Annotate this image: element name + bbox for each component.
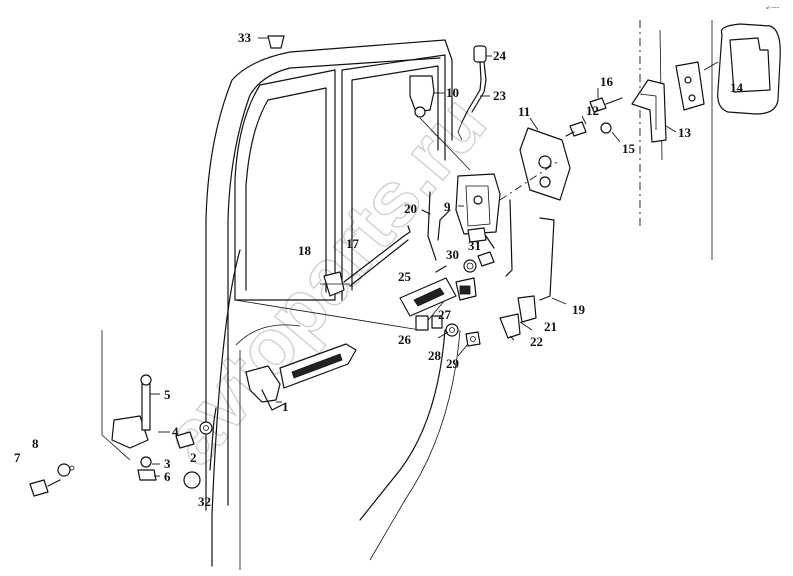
part-label-16: 16 (600, 74, 614, 89)
hinge-group (29, 374, 217, 497)
part-label-22: 22 (530, 334, 543, 349)
part-19-rod (505, 199, 555, 301)
part-label-11: 11 (518, 104, 530, 119)
part-label-20: 20 (404, 201, 417, 216)
part-label-26: 26 (398, 332, 412, 347)
part-13-striker (631, 79, 677, 143)
part-label-24: 24 (493, 48, 507, 63)
part-30-bolt (463, 251, 495, 273)
corner-mark: ᵃ⁰ ⁼⁼⁼ (766, 6, 780, 12)
part-label-12: 12 (586, 103, 599, 118)
part-24-23-rod (457, 45, 492, 141)
part-label-17: 17 (346, 236, 360, 251)
part-label-6: 6 (164, 469, 171, 484)
part-label-27: 27 (438, 307, 452, 322)
part-label-10: 10 (446, 85, 459, 100)
part-label-14: 14 (730, 80, 744, 95)
part-label-18: 18 (298, 243, 312, 258)
part-label-1: 1 (282, 399, 289, 414)
part-9-lock-body (437, 159, 561, 241)
part-label-29: 29 (446, 356, 460, 371)
watermark-text: avtoparts.ru (146, 79, 503, 481)
part-20-rod (421, 191, 437, 261)
part-label-5: 5 (164, 387, 171, 402)
part-label-3: 3 (164, 456, 171, 471)
part-17-rod (343, 225, 411, 287)
part-label-25: 25 (398, 269, 412, 284)
part-label-15: 15 (622, 141, 636, 156)
part-label-21: 21 (544, 319, 557, 334)
part-label-30: 30 (446, 247, 459, 262)
part-33-plug (258, 35, 285, 49)
part-label-13: 13 (678, 125, 692, 140)
part-1-outer-handle (245, 343, 357, 411)
part-label-9: 9 (444, 199, 451, 214)
part-label-8: 8 (32, 436, 39, 451)
part-14-plate (675, 23, 781, 115)
leader-lines (150, 297, 567, 477)
part-label-19: 19 (572, 302, 586, 317)
part-label-28: 28 (428, 348, 442, 363)
watermark: avtoparts.ru (145, 78, 504, 481)
part-label-32: 32 (198, 494, 211, 509)
part-18-clip (320, 271, 350, 297)
part-10-bracket (409, 75, 471, 171)
part-21-22-cover (499, 295, 537, 339)
part-label-4: 4 (172, 424, 179, 439)
part-11-latch-plate (519, 117, 571, 201)
part-25-inner-handle (399, 265, 477, 317)
part-label-2: 2 (190, 450, 197, 465)
part-label-23: 23 (493, 88, 507, 103)
part-label-7: 7 (14, 450, 21, 465)
bolts-12-15-16 (565, 88, 623, 143)
part-label-33: 33 (238, 30, 252, 45)
parts-26-29 (415, 315, 481, 347)
part-label-31: 31 (468, 238, 481, 253)
part-31-bolt (467, 227, 495, 249)
